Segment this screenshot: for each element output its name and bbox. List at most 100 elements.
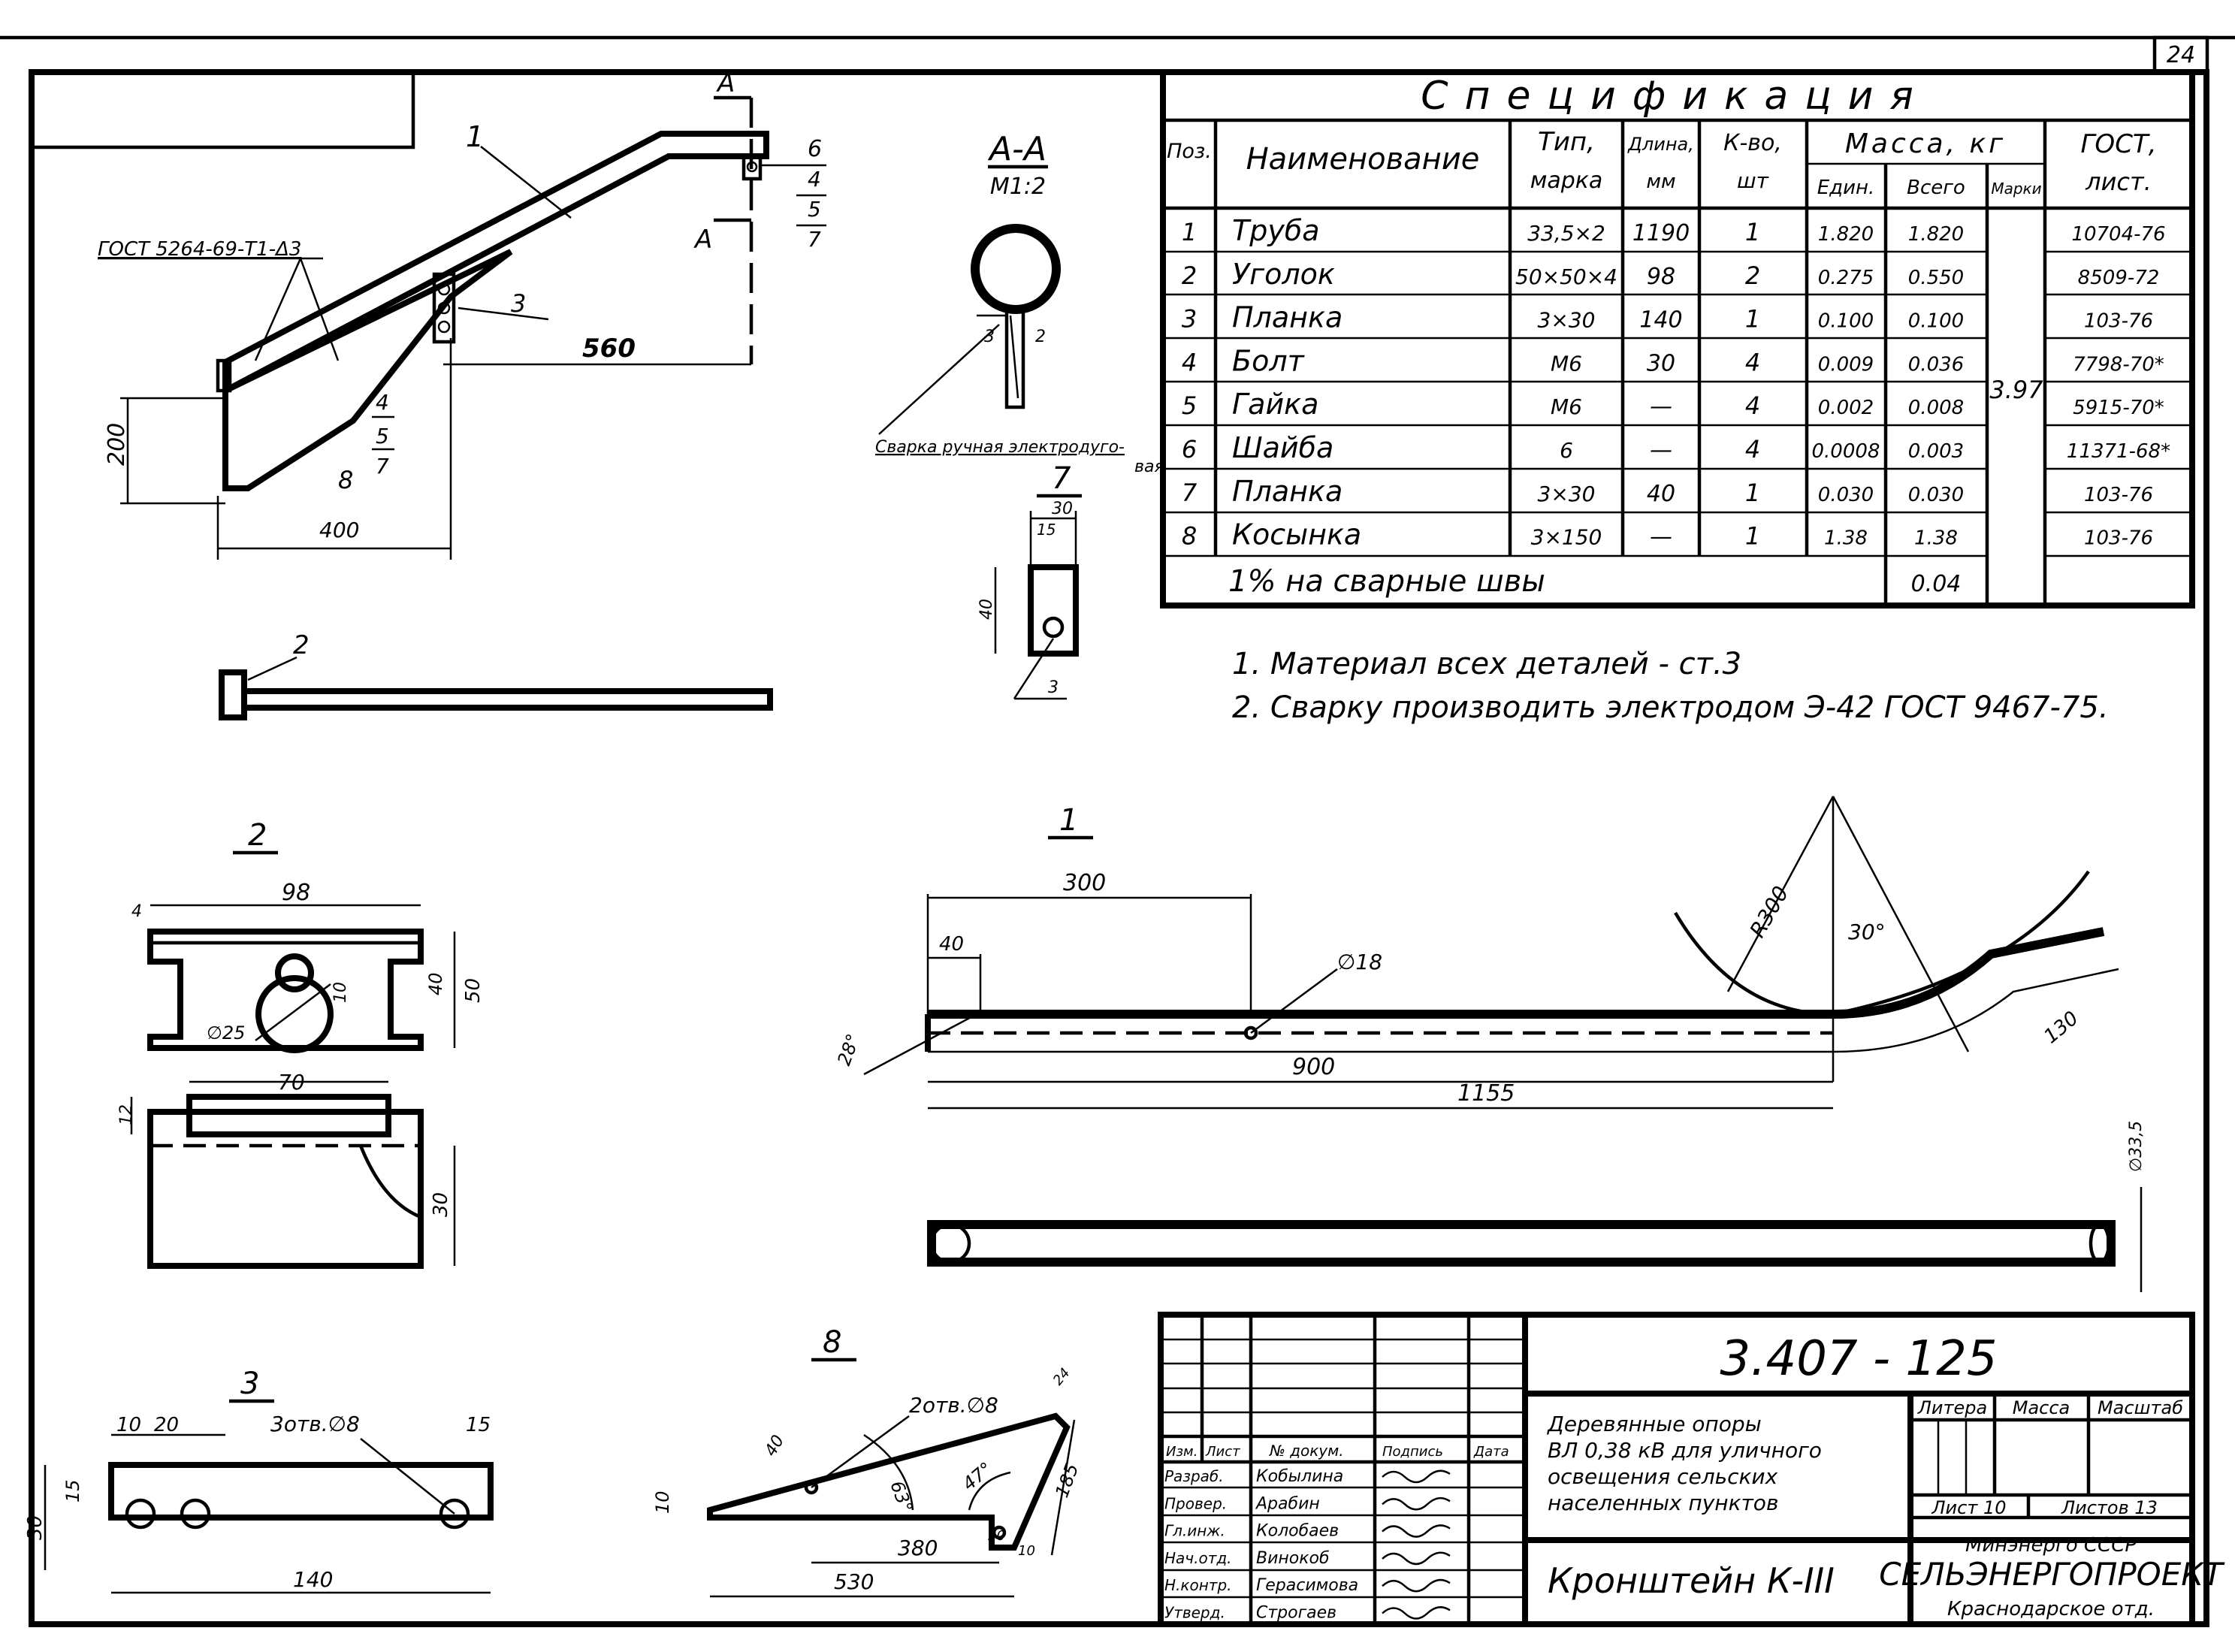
stage-header-scale: Масштаб: [2098, 1397, 2183, 1418]
detail-8-dim-40: 40: [762, 1432, 789, 1460]
signature-role: Утверд.: [1164, 1604, 1225, 1622]
spec-cell-qty: 1: [1745, 522, 1760, 551]
spec-cell-unit: 0.0008: [1812, 440, 1880, 463]
detail-1-dim-40: 40: [939, 933, 964, 956]
signature-name: Винокоб: [1256, 1549, 1330, 1568]
weld-allowance-value: 0.04: [1911, 571, 1962, 597]
signature-name: Колобаев: [1256, 1522, 1339, 1541]
spec-cell-type: 33,5×2: [1527, 221, 1605, 246]
spec-cell-pos: 4: [1182, 348, 1197, 376]
spec-cell-type: М6: [1551, 351, 1582, 376]
spec-cell-type: М6: [1551, 394, 1582, 419]
angle-view-callout: 2: [293, 630, 310, 660]
hdr-unit: Един.: [1817, 177, 1875, 199]
note-welding: 2. Сварку производить электродом Э-42 ГО…: [1232, 690, 2109, 725]
chg-hdr-sign: Подпись: [1382, 1444, 1443, 1460]
weld-note-2: вая: [1134, 458, 1164, 476]
detail-1-d33: ∅33,5: [2127, 1121, 2146, 1172]
org-name: СЕЛЬЭНЕРГОПРОЕКТ: [1879, 1556, 2225, 1593]
signature-role: Провер.: [1164, 1494, 1227, 1512]
detail-2-dim-40: 40: [425, 972, 446, 995]
chg-hdr-izm: Изм.: [1166, 1444, 1198, 1460]
spec-cell-gost: 103-76: [2084, 527, 2153, 550]
signature-name: Герасимова: [1256, 1576, 1358, 1595]
spec-cell-pos: 1: [1182, 218, 1197, 246]
spec-cell-type: 3×30: [1538, 308, 1596, 333]
hdr-length-2: мм: [1646, 171, 1675, 193]
spec-cell-pos: 5: [1182, 391, 1197, 420]
dim-200: 200: [104, 423, 130, 466]
section-a-a: А-А М1:2 3 2 Сварка ручная электродуго- …: [875, 130, 1164, 476]
detail-1-angle-28: 28°: [833, 1031, 864, 1068]
spec-cell-qty: 1: [1745, 218, 1760, 246]
spec-cell-name: Косынка: [1232, 518, 1361, 551]
signature-scribble: [1382, 1606, 1451, 1620]
spec-cell-qty: 2: [1745, 261, 1760, 290]
signature-name: Арабин: [1255, 1494, 1320, 1513]
detail-8-dim-185: 185: [1051, 1460, 1083, 1500]
signature-scribble: [1382, 1524, 1451, 1538]
hdr-length-1: Длина,: [1627, 134, 1694, 155]
hdr-qty-2: шт: [1737, 168, 1769, 193]
assembly-view: А А 560 200 400 ГОСТ 5264-69-Т1-Δ3 1 3 6…: [98, 68, 826, 560]
spec-cell-length: 40: [1647, 481, 1675, 507]
detail-7-weld: 3: [1048, 678, 1059, 697]
spec-cell-name: Гайка: [1232, 388, 1318, 421]
doc-number: 3.407 - 125: [1720, 1331, 1997, 1387]
detail-3-dim-15b: 15: [62, 1479, 83, 1503]
detail-7-dim-15: 15: [1037, 521, 1056, 539]
signature-role: Нач.отд.: [1164, 1549, 1232, 1567]
detail-2-dim-50: 50: [462, 978, 485, 1003]
detail-7-title: 7: [1052, 461, 1071, 496]
desc-line-1: Деревянные опоры: [1546, 1412, 1762, 1436]
detail-2-dim-10: 10: [331, 982, 350, 1003]
signature-name: Строгаев: [1256, 1604, 1336, 1623]
hdr-qty-1: К-во,: [1723, 130, 1782, 156]
detail-3: 3 10 20 15 3отв.∅8 30 15 140: [24, 1367, 494, 1594]
detail-8-holes: 2отв.∅8: [909, 1393, 998, 1418]
section-mark-bottom: А: [693, 225, 712, 255]
detail-1-title: 1: [1059, 803, 1078, 838]
detail-8-dim-380: 380: [898, 1536, 938, 1560]
stage-header-mass: Масса: [2013, 1397, 2070, 1418]
spec-cell-type: 3×150: [1531, 525, 1602, 550]
spec-cell-length: —: [1650, 394, 1672, 420]
hdr-mass: Масса, кг: [1845, 128, 2006, 159]
spec-cell-gost: 7798-70*: [2073, 353, 2164, 376]
spec-cell-gost: 103-76: [2084, 310, 2153, 333]
spec-cell-pos: 8: [1182, 522, 1197, 551]
signature-scribble: [1382, 1551, 1451, 1566]
section-mark-top: А: [716, 68, 735, 98]
detail-8-title: 8: [823, 1325, 841, 1360]
detail-1-angle: 30°: [1848, 920, 1886, 944]
detail-8-dim-20: 20: [988, 1528, 1005, 1544]
corner-stamp-box: [29, 70, 415, 149]
signature-scribble: [1382, 1469, 1451, 1484]
spec-cell-type: 3×30: [1538, 482, 1596, 506]
detail-7-dim-30: 30: [1052, 500, 1073, 518]
sheet-frame: [29, 69, 2209, 1627]
spec-cell-name: Труба: [1232, 214, 1320, 247]
detail-2: 2 98 ∅25 50 40 10 4 70 12 30: [117, 818, 485, 1269]
dim-560: 560: [582, 334, 636, 364]
spec-cell-name: Планка: [1232, 475, 1343, 508]
detail-1-dim-900: 900: [1292, 1054, 1335, 1080]
detail-1-d18: ∅18: [1337, 950, 1382, 974]
detail-2-dim-12: 12: [117, 1104, 136, 1125]
signature-name: Кобылина: [1256, 1467, 1343, 1486]
signature-role: Н.контр.: [1164, 1576, 1232, 1594]
detail-2-dim-4: 4: [131, 902, 142, 921]
hdr-gost-1: ГОСТ,: [2080, 129, 2156, 159]
chg-hdr-list: Лист: [1205, 1444, 1240, 1460]
spec-cell-name: Шайба: [1232, 431, 1333, 464]
spec-cell-total: 1.820: [1908, 223, 1964, 246]
spec-cell-length: 30: [1647, 350, 1675, 376]
hdr-total: Всего: [1907, 177, 1965, 199]
callout-1: 1: [466, 120, 484, 153]
detail-2-title: 2: [248, 818, 267, 853]
spec-cell-unit: 0.030: [1818, 484, 1874, 506]
spec-cell-total: 0.036: [1908, 353, 1964, 376]
spec-cell-type: 6: [1560, 438, 1573, 463]
spec-cell-gost: 10704-76: [2071, 223, 2165, 246]
